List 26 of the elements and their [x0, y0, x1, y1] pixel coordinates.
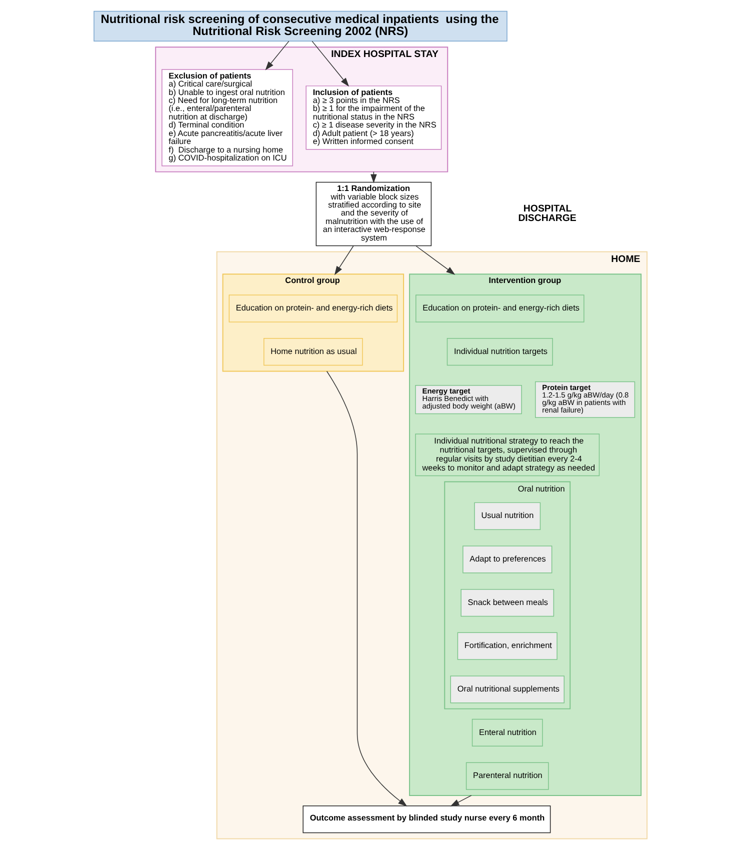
arrow: [416, 246, 456, 275]
node-box: Parenteral nutrition: [466, 762, 549, 790]
node-box: Home nutrition as usual: [264, 338, 363, 366]
node-box: Exclusion of patients a) Critical care/surgical b) Unable to ingest oral nutrition c) Need for long-term nutrition (i.e., enteral/parenteral nutrition at discharge) d) Terminal condition e) Acute pancreatitis/acute liver failure f) Discharge to a nursing home g) COVID-hospitalization on ICU: [162, 69, 294, 166]
arrow: [265, 40, 290, 70]
node-box: Inclusion of patients a) ≥ 3 points in the NRS b) ≥ 1 for the impairment of the nutritional status in the NRS c) ≥ 1 disease severity in the NRS d) Adult patient (> 18 years) e) Written informed consent: [306, 86, 442, 150]
node-box: Fortification, enrichment: [457, 632, 558, 660]
arrow: [312, 40, 350, 87]
node-box: Energy target Harris Benedict with adjusted body weight (aBW): [415, 385, 522, 414]
node-box: Usual nutrition: [474, 502, 541, 530]
node-box: Education on protein- and energy-rich diets: [228, 294, 398, 322]
arrow: [334, 246, 354, 276]
node-box: Individual nutritional strategy to reach the nutritional targets, supervised through regular visits by study dietitian every 2-4 weeks to monitor and adapt strategy as needed: [415, 434, 600, 476]
node-box: Oral nutritional supplements: [450, 676, 564, 704]
node-box: Individual nutrition targets: [446, 338, 553, 366]
node-box: Protein target 1.2-1.5 g/kg aBW/day (0.8 g/kg aBW in patients with renal failure): [535, 381, 636, 418]
arrow: [326, 370, 408, 806]
node-box: 1:1 Randomization with variable block sizes stratified according to site and the severity of malnutrition with the use of an interactive web-response system: [316, 182, 432, 246]
node-box: Education on protein- and energy-rich diets: [416, 294, 584, 322]
node-box: Enteral nutrition: [472, 718, 543, 747]
node-box: Outcome assessment by blinded study nurse every 6 month: [302, 806, 551, 834]
node-box: Snack between meals: [460, 588, 554, 617]
arrow: [450, 795, 472, 806]
node-box: Nutritional risk screening of consecutive medical inpatients using the Nutritional Risk Screening 2002 (NRS): [94, 10, 508, 42]
node-box: Adapt to preferences: [462, 546, 552, 574]
label: HOSPITAL DISCHARGE: [518, 203, 576, 224]
